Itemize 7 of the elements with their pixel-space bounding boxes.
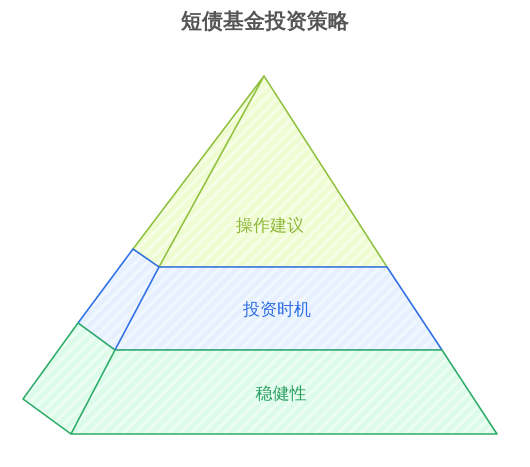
pyramid-tier <box>132 75 388 268</box>
pyramid-tier <box>77 248 443 351</box>
pyramid-tier <box>22 322 498 435</box>
diagram-title: 短债基金投资策略 <box>180 8 350 35</box>
tier-label: 稳健性 <box>256 384 306 404</box>
tier-label: 投资时机 <box>243 300 311 320</box>
tier-label: 操作建议 <box>236 216 304 236</box>
